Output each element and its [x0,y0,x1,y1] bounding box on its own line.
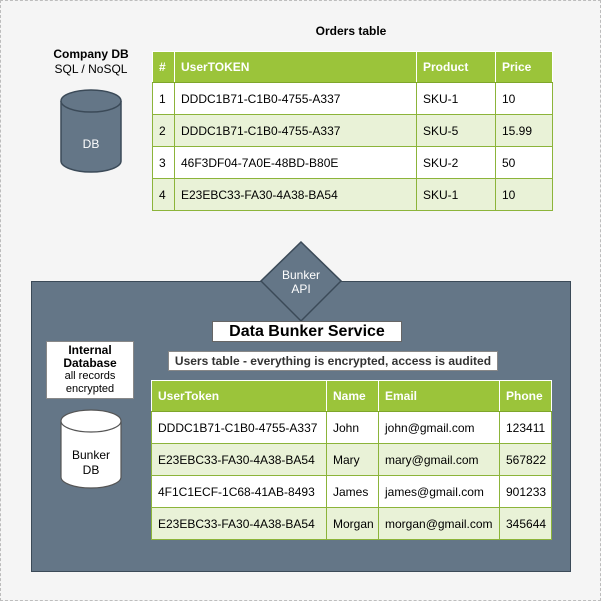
users-table-caption: Users table - everything is encrypted, a… [168,351,498,371]
orders-cell: DDDC1B71-C1B0-4755-A337 [174,114,417,147]
users-header-row: UserToken Name Email Phone [151,380,552,412]
orders-col-usertoken: UserTOKEN [174,51,417,83]
orders-cell: 2 [152,114,175,147]
users-col-usertoken: UserToken [151,380,327,412]
company-db-caption: Company DB SQL / NoSQL [41,47,141,77]
users-col-email: Email [378,380,500,412]
internal-db-sub-line2: encrypted [65,383,115,395]
orders-cell: 15.99 [495,114,553,147]
orders-col-product: Product [416,51,496,83]
table-row: 4 E23EBC33-FA30-4A38-BA54 SKU-1 10 [152,178,553,211]
users-cell: morgan@gmail.com [378,507,500,540]
users-cell: 901233 [499,475,552,508]
users-cell: 345644 [499,507,552,540]
orders-table-title: Orders table [315,24,387,38]
users-col-phone: Phone [499,380,552,412]
orders-col-price: Price [495,51,553,83]
orders-cell: 3 [152,146,175,179]
table-row: E23EBC33-FA30-4A38-BA54 Mary mary@gmail.… [151,443,552,476]
orders-cell: SKU-2 [416,146,496,179]
bunker-api-label-line2: API [291,282,311,296]
company-db-subtitle: SQL / NoSQL [54,62,128,76]
table-row: 3 46F3DF04-7A0E-48BD-B80E SKU-2 50 [152,146,553,179]
orders-cell: 4 [152,178,175,211]
orders-cell: SKU-1 [416,82,496,115]
orders-header-row: # UserTOKEN Product Price [152,51,553,83]
orders-cell: 10 [495,178,553,211]
bunker-db-cylinder-icon [60,409,122,489]
bunker-db-label-line1: Bunker [71,448,111,462]
users-col-name: Name [326,380,379,412]
internal-db-title-line1: Internal [68,343,112,357]
data-bunker-service-title: Data Bunker Service [212,321,402,342]
internal-db-title-line2: Database [63,356,117,370]
users-table: UserToken Name Email Phone DDDC1B71-C1B0… [151,380,552,540]
orders-cell: SKU-1 [416,178,496,211]
users-cell: John [326,411,379,444]
bunker-db-cylinder-label: Bunker DB [59,448,123,478]
orders-cell: 10 [495,82,553,115]
bunker-db-label-line2: DB [82,463,100,477]
table-row: 2 DDDC1B71-C1B0-4755-A337 SKU-5 15.99 [152,114,553,147]
table-row: 1 DDDC1B71-C1B0-4755-A337 SKU-1 10 [152,82,553,115]
orders-cell: 46F3DF04-7A0E-48BD-B80E [174,146,417,179]
users-cell: E23EBC33-FA30-4A38-BA54 [151,507,327,540]
bunker-api-label-line1: Bunker [281,268,321,282]
orders-cell: 50 [495,146,553,179]
users-cell: Mary [326,443,379,476]
table-row: E23EBC33-FA30-4A38-BA54 Morgan morgan@gm… [151,507,552,540]
orders-col-index: # [152,51,175,83]
bunker-api-label: Bunker API [271,268,331,296]
orders-cell: E23EBC33-FA30-4A38-BA54 [174,178,417,211]
users-cell: mary@gmail.com [378,443,500,476]
orders-cell: 1 [152,82,175,115]
users-cell: 123411 [499,411,552,444]
table-row: 4F1C1ECF-1C68-41AB-8493 James james@gmai… [151,475,552,508]
users-cell: 4F1C1ECF-1C68-41AB-8493 [151,475,327,508]
users-cell: DDDC1B71-C1B0-4755-A337 [151,411,327,444]
company-db-title: Company DB [53,47,129,61]
users-cell: james@gmail.com [378,475,500,508]
users-cell: Morgan [326,507,379,540]
internal-database-note: Internal Database all records encrypted [46,341,134,399]
users-cell: john@gmail.com [378,411,500,444]
users-cell: E23EBC33-FA30-4A38-BA54 [151,443,327,476]
users-cell: James [326,475,379,508]
orders-cell: DDDC1B71-C1B0-4755-A337 [174,82,417,115]
internal-db-sub-line1: all records [64,370,116,382]
orders-table: # UserTOKEN Product Price 1 DDDC1B71-C1B… [152,51,553,211]
company-db-cylinder-label: DB [82,137,100,151]
users-cell: 567822 [499,443,552,476]
table-row: DDDC1B71-C1B0-4755-A337 John john@gmail.… [151,411,552,444]
orders-cell: SKU-5 [416,114,496,147]
company-db-cylinder-icon [60,89,122,173]
